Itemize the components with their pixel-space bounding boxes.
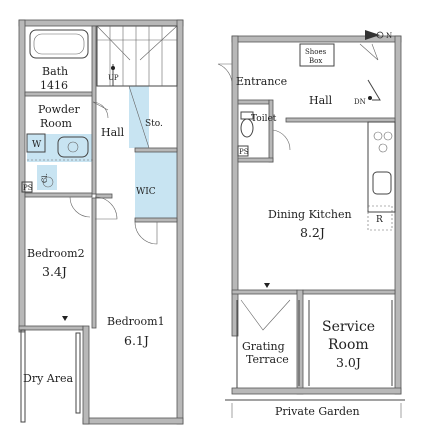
bedroom2-vent-marker: [62, 316, 68, 321]
wall-bath-right: [91, 25, 97, 195]
wic-door[interactable]: [134, 221, 158, 245]
dry-area-window-right: [75, 332, 81, 414]
service-room-label-2: Room: [328, 337, 369, 353]
bedroom1-label: Bedroom1: [107, 315, 165, 328]
ps-label-right: PS: [239, 148, 249, 156]
wall-left: [18, 19, 26, 333]
bath-size: 1416: [40, 79, 68, 92]
washbasin: [57, 136, 89, 158]
shoes-box-label-2: Box: [309, 57, 322, 65]
ps-label-left: PS: [23, 184, 33, 192]
kitchen-sink: [372, 171, 392, 195]
washer-box: [26, 133, 46, 153]
bedroom2-size: 3.4J: [42, 264, 67, 279]
service-room-size: 3.0J: [336, 355, 361, 370]
closet-label: Cl.: [41, 173, 49, 183]
powder-room-label-2: Room: [40, 117, 73, 130]
toilet-bowl: [240, 118, 254, 138]
entrance-door[interactable]: [217, 63, 233, 87]
hall-closet-door[interactable]: [359, 43, 379, 61]
storage-hatch: [128, 85, 150, 149]
shoes-box: [299, 43, 335, 67]
dry-area-label: Dry Area: [23, 372, 74, 385]
wall-right: [176, 19, 184, 425]
bedroom1-size: 6.1J: [124, 333, 149, 348]
washer-label: W: [32, 140, 42, 150]
floor2-plan: Shoes Box Entrance Hall DN Toilet PS Din…: [217, 35, 405, 418]
storage-label: Sto.: [145, 119, 163, 129]
hall-label-2: Hall: [309, 94, 333, 107]
staircase: [96, 25, 178, 87]
dining-kitchen-label: Dining Kitchen: [268, 208, 352, 221]
wall2-terrace-right: [296, 289, 304, 395]
wall-bath-bottom: [24, 91, 94, 97]
ps-box-left: [21, 181, 33, 193]
stove-burner-1: [373, 131, 383, 141]
wall2-toilet-right: [268, 99, 274, 163]
wall2-top: [231, 35, 402, 43]
floor1-plan: Bath 1416 Powder Room W Cl. PS Hall Sto.…: [18, 19, 184, 425]
wall-bedroom1-top: [95, 193, 113, 199]
grating-terrace-label-2: Terrace: [246, 353, 289, 366]
wall2-toilet-bottom: [237, 157, 274, 163]
wall2-terrace-top: [231, 289, 298, 295]
bathtub-inner: [33, 33, 85, 55]
dn-arrow: [367, 79, 381, 101]
wall-dry-area-top: [18, 325, 84, 331]
closet-wet-fill: [37, 165, 57, 190]
dry-area-window-left: [20, 329, 26, 423]
private-garden-label: Private Garden: [275, 405, 360, 418]
bedroom1-door[interactable]: [94, 196, 118, 220]
bedroom2-label: Bedroom2: [27, 247, 85, 260]
kitchen-counter: [367, 121, 396, 213]
wall-wic-bottom: [134, 217, 178, 223]
closet-rod: [42, 176, 54, 188]
terrace-door-swing[interactable]: [240, 299, 291, 331]
wall2-left: [231, 35, 239, 337]
wall-top: [18, 19, 184, 27]
hall-label-1: Hall: [101, 126, 125, 139]
shoes-box-label-1: Shoes: [305, 48, 327, 56]
powder-room-label-1: Powder: [38, 103, 81, 116]
toilet-label: Toilet: [251, 114, 277, 124]
up-label: UP: [108, 74, 119, 82]
wic-label: WIC: [136, 187, 156, 197]
stove-burner-2: [383, 131, 393, 141]
north-arrow-icon: [365, 30, 380, 40]
refrigerator-label: R: [376, 215, 383, 225]
wall2-dining-top: [285, 117, 396, 123]
up-marker: [111, 66, 115, 70]
stove-burner-3: [378, 143, 388, 153]
north-label: N: [386, 32, 392, 40]
wall-dry-area-right: [82, 325, 90, 425]
wall2-service-top: [302, 289, 396, 295]
wall-bottom: [82, 417, 184, 425]
washbasin-bowl: [67, 141, 79, 153]
wall2-entrance-bottom: [237, 99, 270, 105]
powder-room-door[interactable]: [92, 101, 109, 119]
grating-terrace-label-1: Grating: [242, 340, 285, 353]
bedroom2-door[interactable]: [69, 196, 91, 218]
ps-box-right: [237, 145, 249, 157]
wall-bedroom2-top: [24, 192, 93, 198]
wall2-bottom: [231, 387, 402, 395]
terrace-vent-marker: [264, 283, 270, 288]
wall-bedroom-divider: [91, 197, 97, 329]
toilet-door[interactable]: [272, 129, 291, 151]
dn-label: DN: [354, 98, 366, 106]
service-room-label-1: Service: [322, 319, 375, 335]
wall-wic-top: [134, 147, 178, 153]
compass: N: [365, 30, 392, 40]
dn-marker: [368, 96, 372, 100]
dining-kitchen-size: 8.2J: [300, 225, 325, 240]
refrigerator-space: [367, 205, 393, 231]
wic-wet-fill: [135, 152, 177, 218]
bath-label: Bath: [42, 65, 68, 78]
wall2-right: [394, 35, 402, 395]
entrance-label: Entrance: [236, 75, 287, 88]
bathtub: [29, 29, 89, 59]
